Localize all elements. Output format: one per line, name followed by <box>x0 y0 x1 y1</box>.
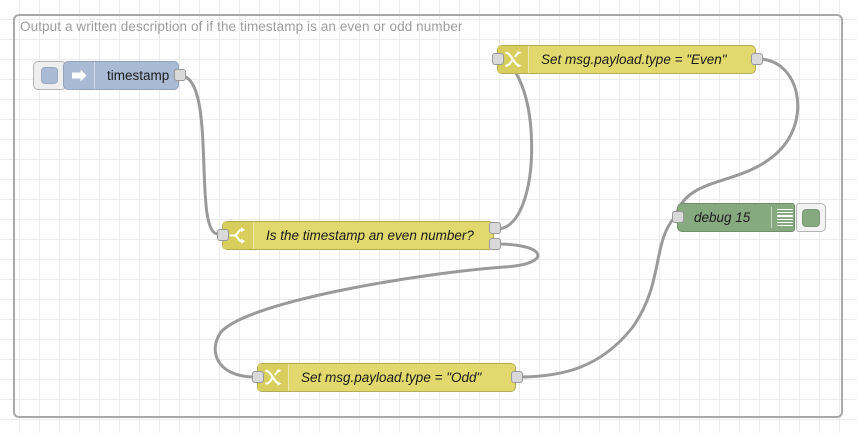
change-odd-output-port[interactable] <box>511 371 523 383</box>
change-even-node-label: Set msg.payload.type = "Even" <box>529 46 739 73</box>
inject-node-label: timestamp <box>107 68 170 83</box>
debug-toggle-button-inner <box>802 208 820 227</box>
group-box[interactable] <box>13 14 843 418</box>
debug-toggle-button[interactable] <box>796 203 826 232</box>
debug-node-label: debug 15 <box>694 210 751 225</box>
inject-output-port[interactable] <box>174 69 186 81</box>
node-change-set-even[interactable]: Set msg.payload.type = "Even" <box>497 45 756 74</box>
change-even-input-port[interactable] <box>492 53 504 65</box>
inject-arrow-icon <box>64 62 95 89</box>
node-inject-timestamp[interactable]: timestamp <box>63 61 179 90</box>
change-even-output-port[interactable] <box>751 53 763 65</box>
node-change-set-odd[interactable]: Set msg.payload.type = "Odd" <box>257 363 516 392</box>
switch-node-label: Is the timestamp an even number? <box>254 222 486 249</box>
change-odd-input-port[interactable] <box>252 371 264 383</box>
node-debug-15[interactable]: debug 15 <box>677 203 795 232</box>
change-odd-node-label: Set msg.payload.type = "Odd" <box>289 364 494 391</box>
inject-trigger-button[interactable] <box>33 61 65 90</box>
group-title: Output a written description of if the t… <box>20 19 463 34</box>
debug-lines-icon <box>777 208 793 227</box>
switch-output-port-1[interactable] <box>489 222 501 234</box>
node-switch-even-check[interactable]: Is the timestamp an even number? <box>222 221 494 250</box>
debug-input-port[interactable] <box>672 211 684 223</box>
switch-input-port[interactable] <box>217 229 229 241</box>
debug-divider <box>771 207 772 228</box>
inject-trigger-button-inner <box>40 67 58 84</box>
switch-output-port-2[interactable] <box>489 238 501 250</box>
